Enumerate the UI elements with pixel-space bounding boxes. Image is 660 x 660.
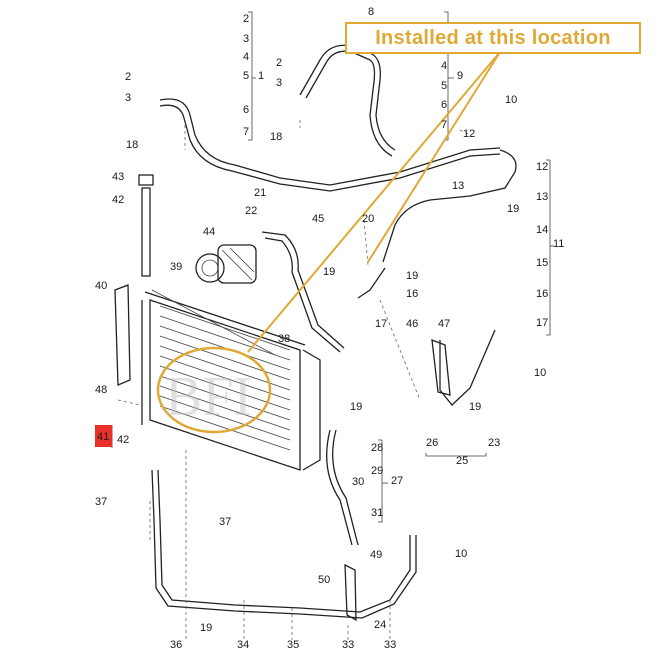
part-label-l2c: 2 bbox=[276, 57, 282, 69]
part-label-l3b: 3 bbox=[125, 92, 131, 104]
part-label-l30: 30 bbox=[352, 476, 364, 488]
part-label-l5b: 5 bbox=[441, 80, 447, 92]
part-label-l10a: 10 bbox=[505, 94, 517, 106]
part-label-l17b: 17 bbox=[375, 318, 387, 330]
part-label-l19d: 19 bbox=[350, 401, 362, 413]
part-label-l19c: 19 bbox=[406, 270, 418, 282]
part-label-l37b: 37 bbox=[219, 516, 231, 528]
part-label-l36: 36 bbox=[170, 639, 182, 651]
part-label-l48: 48 bbox=[95, 384, 107, 396]
part-label-l6b: 6 bbox=[441, 99, 447, 111]
part-label-l49: 49 bbox=[370, 549, 382, 561]
bracket-left bbox=[114, 284, 131, 386]
part-label-l47: 47 bbox=[438, 318, 450, 330]
part-label-l16b: 16 bbox=[406, 288, 418, 300]
part-label-l12b: 12 bbox=[536, 161, 548, 173]
part-label-l10c: 10 bbox=[455, 548, 467, 560]
part-label-l24: 24 bbox=[374, 619, 386, 631]
ac-compressor bbox=[195, 244, 257, 284]
part-label-l13b: 13 bbox=[536, 191, 548, 203]
part-label-l21: 21 bbox=[254, 187, 266, 199]
part-label-l34: 34 bbox=[237, 639, 249, 651]
part-label-l26: 26 bbox=[426, 437, 438, 449]
part-label-l9: 9 bbox=[457, 70, 463, 82]
part-label-l45: 45 bbox=[312, 213, 324, 225]
part-label-l3c: 3 bbox=[276, 77, 282, 89]
part-label-l29: 29 bbox=[371, 465, 383, 477]
part-label-l6a: 6 bbox=[243, 104, 249, 116]
part-label-l7a: 7 bbox=[243, 126, 249, 138]
part-label-l8: 8 bbox=[368, 6, 374, 18]
bracket-lower bbox=[344, 563, 357, 622]
refrigerant-lines bbox=[151, 44, 517, 619]
highlight-marker-41 bbox=[95, 425, 112, 447]
part-label-l16a: 16 bbox=[536, 288, 548, 300]
part-label-l46: 46 bbox=[406, 318, 418, 330]
part-label-l44: 44 bbox=[203, 226, 215, 238]
part-label-l7b: 7 bbox=[441, 119, 447, 131]
part-label-l2b: 2 bbox=[125, 71, 131, 83]
part-label-l37a: 37 bbox=[95, 496, 107, 508]
part-label-l25: 25 bbox=[456, 455, 468, 467]
part-label-l35: 35 bbox=[287, 639, 299, 651]
bracket-right bbox=[431, 339, 451, 396]
part-label-l28: 28 bbox=[371, 442, 383, 454]
location-highlight-ellipse bbox=[156, 346, 272, 434]
leader-line-1 bbox=[247, 51, 501, 353]
part-label-l15: 15 bbox=[536, 257, 548, 269]
part-label-l22: 22 bbox=[245, 205, 257, 217]
part-label-l40: 40 bbox=[95, 280, 107, 292]
part-label-l50: 50 bbox=[318, 574, 330, 586]
part-label-l33b: 33 bbox=[384, 639, 396, 651]
part-label-l5a: 5 bbox=[243, 70, 249, 82]
part-label-l31: 31 bbox=[371, 507, 383, 519]
part-label-l19a: 19 bbox=[507, 203, 519, 215]
part-label-l18b: 18 bbox=[270, 131, 282, 143]
part-label-l4b: 4 bbox=[441, 60, 447, 72]
part-label-l17a: 17 bbox=[536, 317, 548, 329]
callout-text: Installed at this location bbox=[375, 27, 611, 49]
part-label-l23: 23 bbox=[488, 437, 500, 449]
part-label-l19b: 19 bbox=[323, 266, 335, 278]
leader-line-2 bbox=[367, 51, 501, 263]
guide-lines bbox=[117, 120, 471, 640]
part-label-l38: 38 bbox=[278, 333, 290, 345]
receiver-drier bbox=[141, 187, 151, 277]
part-label-l13a: 13 bbox=[452, 180, 464, 192]
location-callout: Installed at this location bbox=[345, 22, 641, 54]
part-label-l14: 14 bbox=[536, 224, 548, 236]
part-label-l10b: 10 bbox=[534, 367, 546, 379]
part-label-l19f: 19 bbox=[200, 622, 212, 634]
part-label-l43: 43 bbox=[112, 171, 124, 183]
part-label-l3a: 3 bbox=[243, 33, 249, 45]
part-label-l39: 39 bbox=[170, 261, 182, 273]
label-41: 41 bbox=[97, 431, 109, 443]
part-label-l12a: 12 bbox=[463, 128, 475, 140]
part-label-l27: 27 bbox=[391, 475, 403, 487]
group-brackets bbox=[111, 11, 554, 523]
part-label-l42b: 42 bbox=[117, 434, 129, 446]
part-label-l19e: 19 bbox=[469, 401, 481, 413]
watermark: BFI bbox=[165, 366, 252, 428]
part-label-l1: 1 bbox=[258, 70, 264, 82]
part-label-l18a: 18 bbox=[126, 139, 138, 151]
part-label-l20: 20 bbox=[362, 213, 374, 225]
part-label-l33a: 33 bbox=[342, 639, 354, 651]
part-label-l2a: 2 bbox=[243, 13, 249, 25]
part-label-l42a: 42 bbox=[112, 194, 124, 206]
part-label-l4a: 4 bbox=[243, 51, 249, 63]
part-label-l11: 11 bbox=[553, 238, 564, 250]
drier-cap bbox=[138, 174, 154, 186]
